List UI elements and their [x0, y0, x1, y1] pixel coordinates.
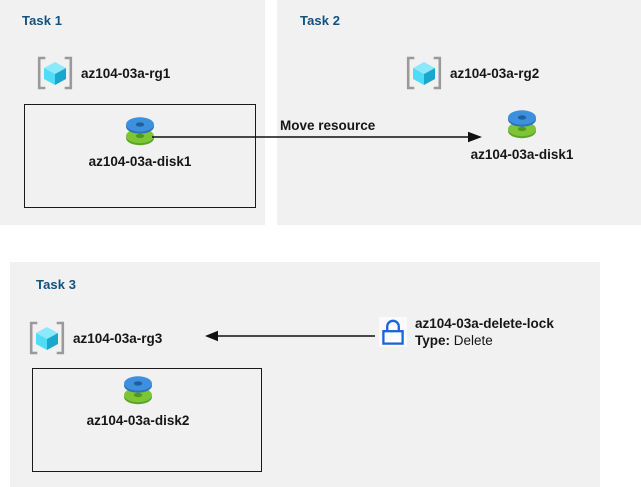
disk-item-task-2: az104-03a-disk1	[458, 107, 586, 162]
panel-title-task-2: Task 2	[300, 13, 341, 28]
connector-label-move-resource: Move resource	[280, 118, 376, 133]
disk-label-task-3: az104-03a-disk2	[86, 413, 190, 428]
resource-container-task-1	[24, 104, 256, 208]
managed-disk-icon	[505, 107, 539, 143]
resource-group-label-task-3: az104-03a-rg3	[73, 330, 163, 346]
managed-disk-icon	[123, 114, 157, 150]
panel-title-task-1: Task 1	[22, 13, 63, 28]
resource-group-cube-icon	[36, 55, 74, 91]
resource-group-cube-icon	[28, 320, 66, 356]
padlock-icon	[379, 316, 407, 347]
resource-container-task-3	[32, 368, 262, 472]
managed-disk-icon	[121, 373, 155, 409]
resource-group-cube-icon	[405, 55, 443, 91]
resource-group-label-task-1: az104-03a-rg1	[81, 65, 171, 81]
arrow-delete-lock	[205, 330, 375, 342]
panel-task-3: Task 3	[10, 262, 600, 487]
disk-item-task-1: az104-03a-disk1	[76, 114, 204, 169]
panel-task-2: Task 2	[277, 0, 641, 225]
delete-lock-type-key: Type:	[415, 332, 451, 348]
delete-lock-text: az104-03a-delete-lock Type: Delete	[415, 316, 554, 350]
panel-title-task-3: Task 3	[36, 277, 77, 292]
disk-label-task-2: az104-03a-disk1	[470, 147, 574, 162]
resource-group-task-1: az104-03a-rg1	[36, 55, 170, 91]
resource-group-label-task-2: az104-03a-rg2	[450, 65, 540, 81]
delete-lock-type-line: Type: Delete	[415, 333, 554, 350]
delete-lock-item: az104-03a-delete-lock Type: Delete	[379, 316, 554, 350]
resource-group-task-3: az104-03a-rg3	[28, 320, 162, 356]
resource-group-task-2: az104-03a-rg2	[405, 55, 539, 91]
delete-lock-name: az104-03a-delete-lock	[415, 316, 554, 331]
disk-label-task-1: az104-03a-disk1	[88, 154, 192, 169]
arrow-move-resource	[152, 131, 482, 143]
delete-lock-type-value: Delete	[453, 332, 493, 348]
panel-task-1: Task 1 az104-03a-rg1	[0, 0, 265, 225]
disk-item-task-3: az104-03a-disk2	[74, 373, 202, 428]
